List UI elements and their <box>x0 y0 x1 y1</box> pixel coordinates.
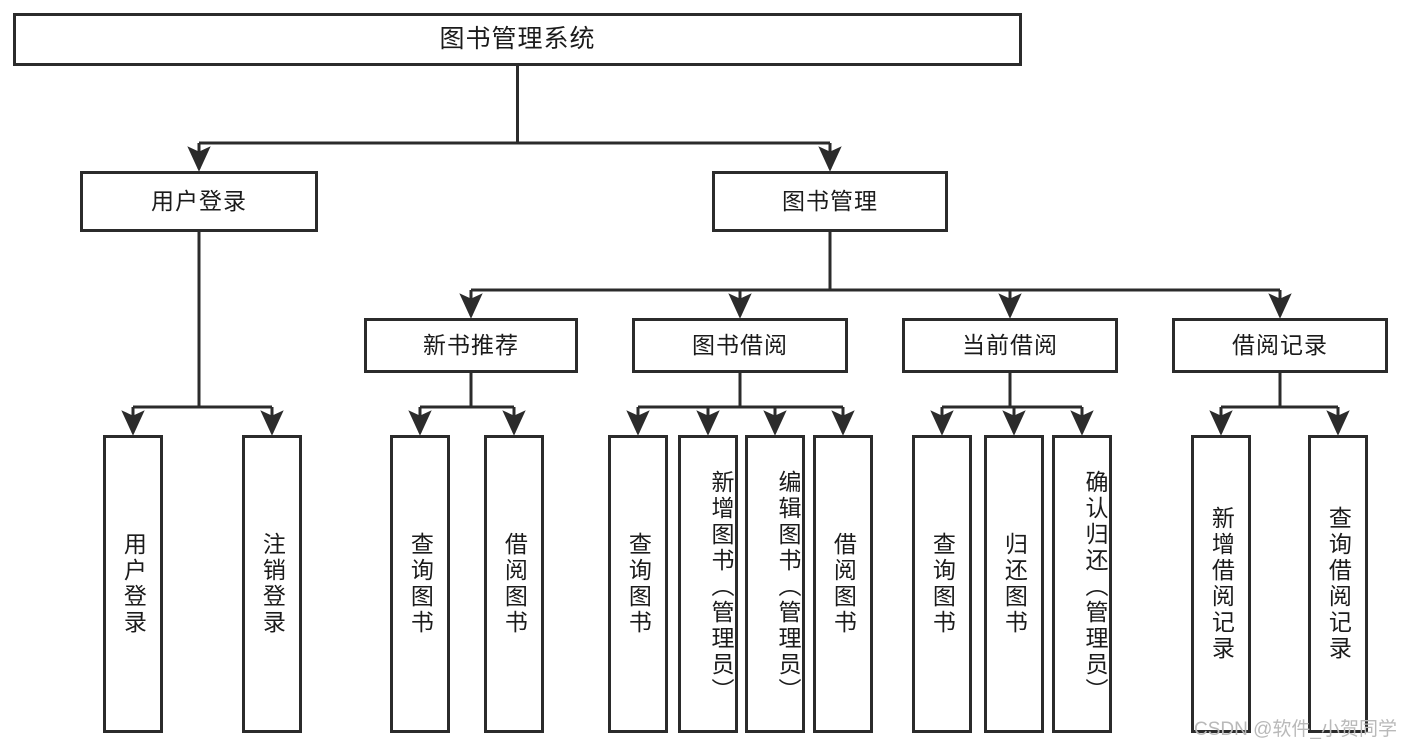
node-root-图书管理系统-label: 图书管理系统 <box>439 24 596 53</box>
node-new-book-rec[interactable]: 新书推荐 <box>364 318 578 373</box>
node-book-borrow[interactable]: 图书借阅 <box>632 318 848 373</box>
node-leaf-query-borrow-record-label: 查询借阅记录 <box>1325 506 1352 662</box>
node-leaf-edit-book-admin[interactable]: 编辑图书（管理员） <box>745 435 805 733</box>
node-leaf-query-book-borrow-label: 查询图书 <box>625 532 652 636</box>
node-leaf-user-logout-label: 注销登录 <box>259 532 286 636</box>
node-leaf-query-book-rec[interactable]: 查询图书 <box>390 435 450 733</box>
node-leaf-query-book-borrow[interactable]: 查询图书 <box>608 435 668 733</box>
node-book-borrow-label: 图书借阅 <box>692 331 788 358</box>
node-leaf-borrow-book-rec[interactable]: 借阅图书 <box>484 435 544 733</box>
node-leaf-add-borrow-record[interactable]: 新增借阅记录 <box>1191 435 1251 733</box>
node-leaf-add-book-admin-label: 新增图书（管理员） <box>708 470 734 704</box>
node-leaf-query-borrow-record[interactable]: 查询借阅记录 <box>1308 435 1368 733</box>
node-leaf-confirm-return-admin[interactable]: 确认归还（管理员） <box>1052 435 1112 733</box>
node-leaf-query-book-current-label: 查询图书 <box>929 532 956 636</box>
node-leaf-edit-book-admin-label: 编辑图书（管理员） <box>775 470 801 704</box>
node-leaf-user-login[interactable]: 用户登录 <box>103 435 163 733</box>
node-leaf-borrow-book[interactable]: 借阅图书 <box>813 435 873 733</box>
node-current-borrow[interactable]: 当前借阅 <box>902 318 1118 373</box>
node-leaf-add-book-admin[interactable]: 新增图书（管理员） <box>678 435 738 733</box>
node-leaf-user-login-label: 用户登录 <box>120 532 147 636</box>
node-user-login[interactable]: 用户登录 <box>80 171 318 232</box>
node-leaf-query-book-rec-label: 查询图书 <box>407 532 434 636</box>
node-book-manage[interactable]: 图书管理 <box>712 171 948 232</box>
node-leaf-borrow-book-rec-label: 借阅图书 <box>501 532 528 636</box>
node-leaf-user-logout[interactable]: 注销登录 <box>242 435 302 733</box>
node-borrow-record[interactable]: 借阅记录 <box>1172 318 1388 373</box>
node-leaf-confirm-return-admin-label: 确认归还（管理员） <box>1082 470 1108 704</box>
node-current-borrow-label: 当前借阅 <box>962 331 1058 358</box>
node-leaf-borrow-book-label: 借阅图书 <box>830 532 857 636</box>
node-user-login-label: 用户登录 <box>151 187 247 214</box>
node-new-book-rec-label: 新书推荐 <box>423 331 519 358</box>
node-book-manage-label: 图书管理 <box>782 187 878 214</box>
node-leaf-return-book-label: 归还图书 <box>1001 532 1028 636</box>
node-leaf-query-book-current[interactable]: 查询图书 <box>912 435 972 733</box>
node-borrow-record-label: 借阅记录 <box>1232 331 1328 358</box>
node-root-图书管理系统[interactable]: 图书管理系统 <box>13 13 1022 66</box>
node-leaf-add-borrow-record-label: 新增借阅记录 <box>1208 506 1235 662</box>
node-leaf-return-book[interactable]: 归还图书 <box>984 435 1044 733</box>
